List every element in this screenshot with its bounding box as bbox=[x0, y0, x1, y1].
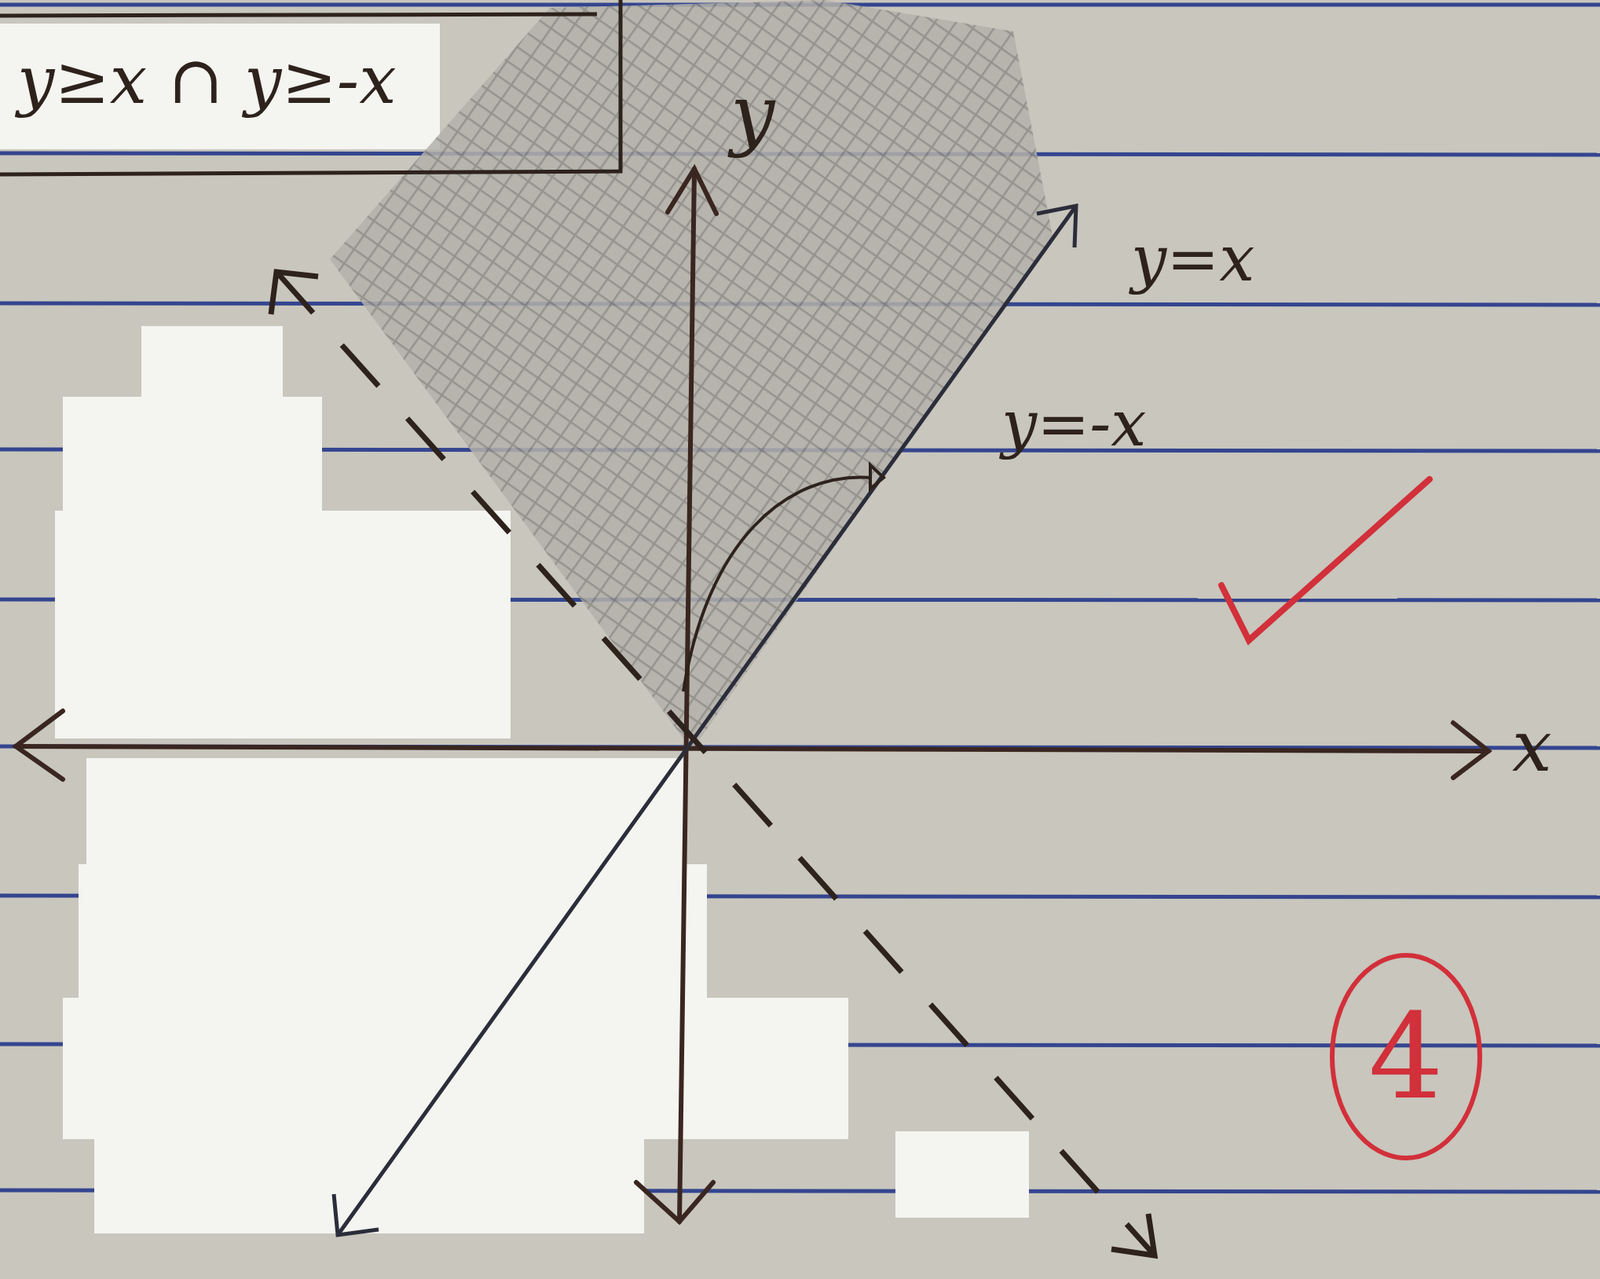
axis-label: y bbox=[730, 74, 776, 154]
leader-arrow bbox=[683, 464, 884, 692]
line-y-equals-neg-x bbox=[270, 271, 1155, 1256]
check-mark bbox=[1221, 479, 1430, 641]
circled-score: 4 bbox=[1327, 950, 1485, 1163]
line-y-equals-x bbox=[333, 205, 1077, 1235]
line-label: y=x bbox=[1131, 227, 1255, 291]
inequality-text: y≥x ∩ y≥-x bbox=[17, 41, 397, 119]
axis-label: x bbox=[1512, 710, 1553, 782]
inequality-box: y≥x ∩ y≥-x bbox=[7, 35, 407, 125]
line-label: y=-x bbox=[1001, 392, 1146, 456]
axes bbox=[15, 168, 1489, 1222]
inequality-bracket bbox=[0, 0, 621, 175]
score-number: 4 bbox=[1368, 988, 1443, 1125]
